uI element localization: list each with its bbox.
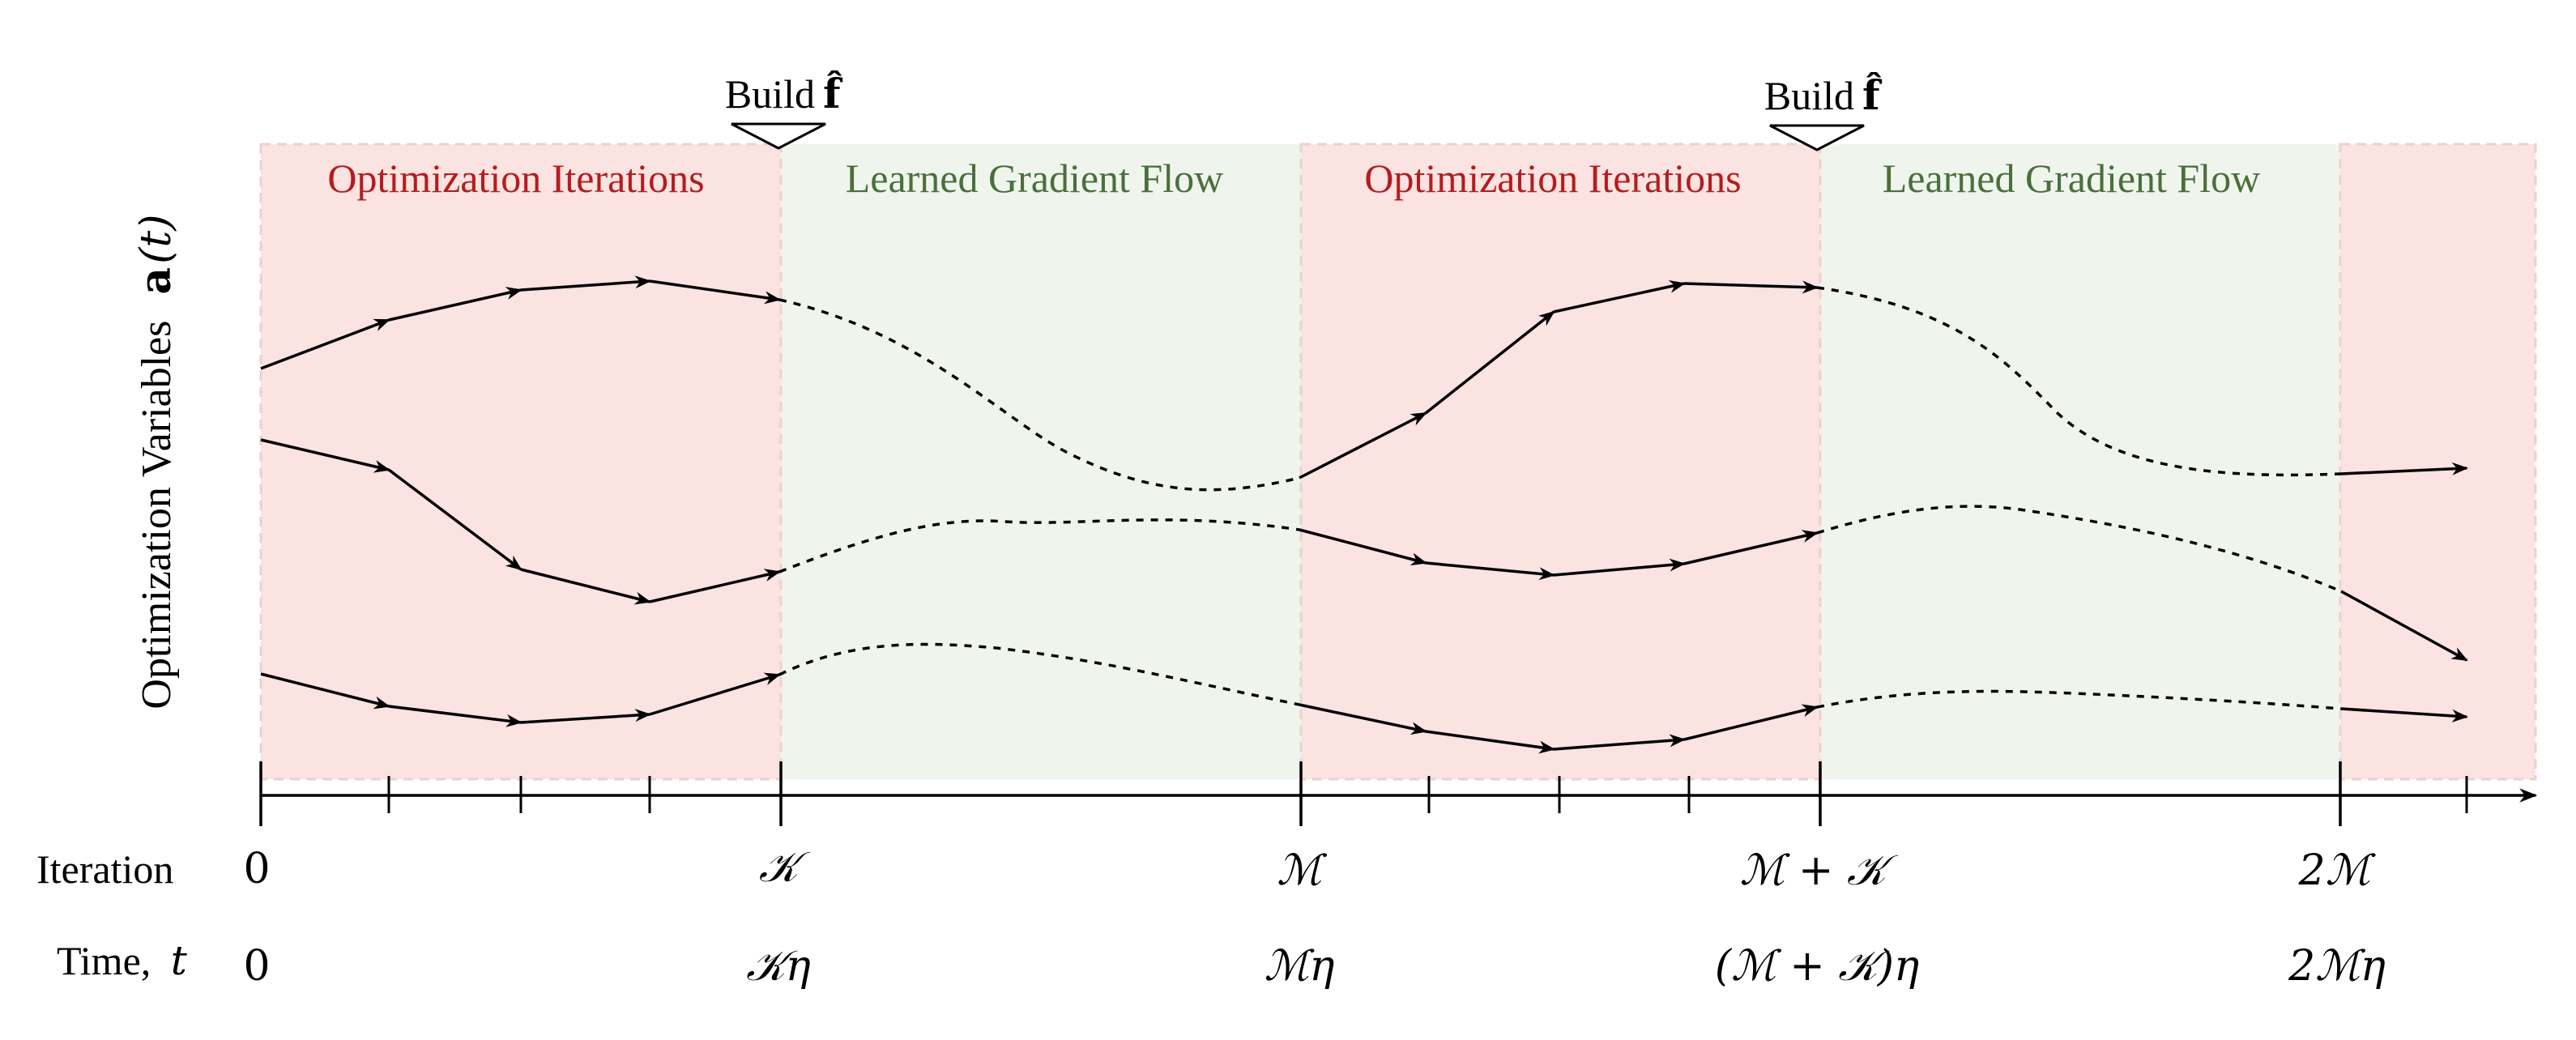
trajectory-bottom-step	[1553, 734, 1686, 751]
row-labels: Iteration Time, t	[36, 846, 188, 984]
trajectory-bottom-step	[388, 705, 522, 727]
trajectory-bottom-step	[1683, 704, 1819, 741]
build-label-2: Build	[1764, 73, 1854, 118]
trajectory-middle-step	[1425, 561, 1555, 581]
trajectory-top-step	[260, 318, 390, 370]
region-label-learned-2: Learned Gradient Flow	[1883, 156, 2261, 201]
y-axis-label: Optimization Variables a (t)	[131, 214, 181, 709]
iteration-row-label: Iteration	[36, 846, 173, 892]
iteration-tick-k: 𝒦	[759, 843, 811, 892]
trajectory-middle-step	[387, 468, 522, 571]
build-symbol-2: f̂	[1862, 71, 1883, 119]
trajectory-top-step	[2340, 462, 2468, 475]
region-label-optimization-1: Optimization Iterations	[327, 156, 704, 201]
time-row-label: Time, t	[57, 937, 188, 984]
build-label-1: Build	[725, 71, 815, 117]
trajectory-middle-step	[1683, 530, 1819, 565]
trajectory-top-step	[388, 287, 522, 322]
trajectory-bottom-step	[1299, 703, 1427, 735]
trajectory-top-step	[520, 275, 651, 292]
time-row-label-text: Time,	[57, 938, 151, 983]
iteration-tick-2m: 2ℳ	[2298, 846, 2376, 895]
trajectory-top-step	[1683, 280, 1819, 294]
trajectory-bottom-step	[2340, 707, 2468, 722]
trajectory-top-step	[1424, 310, 1555, 415]
iteration-tick-m: ℳ	[1277, 846, 1327, 895]
iteration-tick-labels: 0 𝒦 ℳ ℳ + 𝒦 2ℳ	[243, 843, 2375, 895]
trajectory-bottom-learned-flow	[1816, 689, 2342, 710]
region-border-5	[2339, 143, 2537, 781]
trajectory-middle-step	[520, 568, 651, 605]
trajectory-middle-step	[1553, 558, 1686, 577]
triangle-down-icon	[1769, 124, 1865, 151]
trajectory-middle-learned-flow	[778, 518, 1300, 573]
region-label-learned-1: Learned Gradient Flow	[846, 156, 1224, 201]
trajectory-bottom-step	[260, 672, 390, 710]
iteration-axis	[259, 761, 2538, 826]
time-tick-k-eta: 𝒦η	[746, 942, 810, 991]
y-axis-label-text: Optimization Variables	[134, 321, 180, 710]
y-axis-symbol-args: (t)	[132, 214, 181, 263]
trajectory-middle-step	[1299, 528, 1427, 566]
trajectory-middle-learned-flow	[1816, 505, 2342, 593]
build-marker-2: Build f̂	[1764, 71, 1883, 151]
region-optimization-5	[2340, 144, 2535, 779]
region-learned-2	[781, 144, 1301, 779]
trajectories	[260, 275, 2468, 754]
time-tick-labels: 0 𝒦η ℳη (ℳ + 𝒦)η 2ℳη	[243, 942, 2385, 991]
trajectory-top	[260, 275, 2468, 492]
region-optimization-1	[261, 144, 781, 779]
trajectory-middle	[260, 438, 2468, 662]
trajectory-middle-step	[260, 438, 390, 473]
trajectory-top-learned-flow	[1816, 286, 2342, 477]
trajectory-bottom	[260, 642, 2468, 754]
region-labels: Optimization Iterations Learned Gradient…	[327, 156, 2260, 201]
region-learned-4	[1820, 144, 2340, 779]
time-tick-m-plus-k-eta: (ℳ + 𝒦)η	[1715, 942, 1919, 991]
trajectory-middle-step	[2340, 590, 2468, 662]
iteration-tick-m-plus-k: ℳ + 𝒦	[1740, 846, 1899, 895]
background-regions	[259, 143, 2537, 781]
triangle-down-icon	[731, 122, 826, 150]
svg-text:Optimization Variables a: Optimization Variables a (t)	[131, 214, 181, 709]
build-symbol-1: f̂	[823, 70, 843, 117]
trajectory-top-step	[1553, 280, 1686, 313]
trajectory-bottom-step	[649, 672, 781, 716]
trajectory-bottom-step	[1425, 730, 1555, 754]
trajectory-top-step	[649, 279, 781, 305]
trajectory-bottom-step	[520, 709, 651, 724]
time-tick-2m-eta: 2ℳη	[2288, 942, 2386, 991]
region-label-optimization-2: Optimization Iterations	[1364, 156, 1741, 201]
y-axis-symbol: a	[131, 267, 181, 295]
time-row-label-var: t	[171, 937, 188, 984]
trajectory-top-step	[1299, 411, 1427, 480]
iteration-tick-0: 0	[243, 845, 270, 893]
trajectory-top-learned-flow	[778, 298, 1300, 492]
build-markers: Build f̂ Build f̂	[725, 70, 1883, 151]
build-marker-1: Build f̂	[725, 70, 843, 150]
region-optimization-3	[1301, 144, 1820, 779]
time-tick-m-eta: ℳη	[1265, 942, 1335, 991]
trajectory-middle-step	[649, 569, 781, 603]
time-tick-0: 0	[243, 942, 270, 991]
trajectory-bottom-learned-flow	[778, 642, 1300, 706]
